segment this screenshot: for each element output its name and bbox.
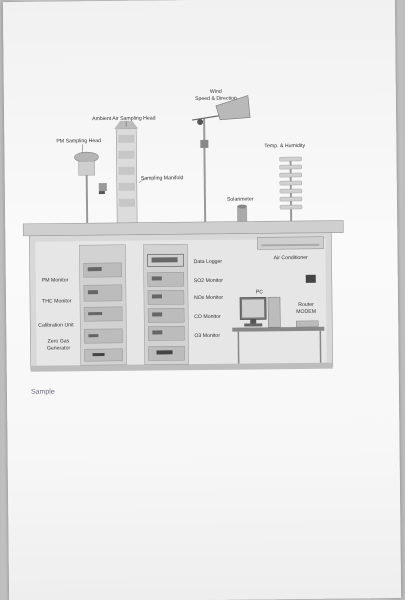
label-o3-monitor: O3 Monitor xyxy=(194,333,220,339)
label-pm-monitor: PM Monitor xyxy=(42,277,69,283)
air-conditioner-icon xyxy=(257,236,324,250)
label-ambient-air-sampling-head: Ambient Air Sampling Head xyxy=(92,115,156,122)
label-wind-speed-direction: Speed & Direction xyxy=(195,96,237,102)
label-router-modem: MODEM xyxy=(296,309,316,315)
station-diagram: Wind Speed & Direction Ambient Air Sampl… xyxy=(22,89,344,396)
label-data-logger: Data Logger xyxy=(194,259,223,265)
leader-lines xyxy=(82,120,147,183)
label-pc: PC xyxy=(256,289,264,295)
pm-sampling-head-icon xyxy=(74,151,107,224)
right-rack xyxy=(143,243,189,365)
label-solarimeter: Solarimeter xyxy=(227,196,254,202)
label-air-conditioner: Air Conditioner xyxy=(274,255,309,261)
label-so2-monitor: SO2 Monitor xyxy=(194,278,223,284)
wind-vane-icon xyxy=(192,95,251,222)
label-calibration-unit: Calibration Unit xyxy=(38,322,74,328)
pc-monitor-icon xyxy=(239,296,281,328)
label-pm-sampling-head: PM Sampling Head xyxy=(56,138,101,144)
pc-desk xyxy=(232,326,325,364)
label-temp-humidity: Temp. & Humidity xyxy=(264,143,305,149)
sampling-manifold-icon xyxy=(114,120,139,224)
solarimeter-icon xyxy=(237,204,248,222)
label-wind: Wind xyxy=(210,89,222,95)
label-zero-gas: Zero Gas xyxy=(48,338,70,344)
temp-humidity-sensor-icon xyxy=(279,156,303,222)
label-nox-monitor: NOx Monitor xyxy=(194,295,223,301)
label-router: Router xyxy=(298,302,314,308)
left-rack xyxy=(79,244,127,366)
label-thc-monitor: THC Monitor xyxy=(42,298,72,304)
label-sampling-manifold: Sampling Manifold xyxy=(141,175,184,181)
sample-caption: Sample xyxy=(31,389,55,396)
label-co-monitor: CO Monitor xyxy=(194,314,221,320)
label-zero-gas-generator: Generator xyxy=(47,345,71,351)
router-icon xyxy=(296,274,319,328)
